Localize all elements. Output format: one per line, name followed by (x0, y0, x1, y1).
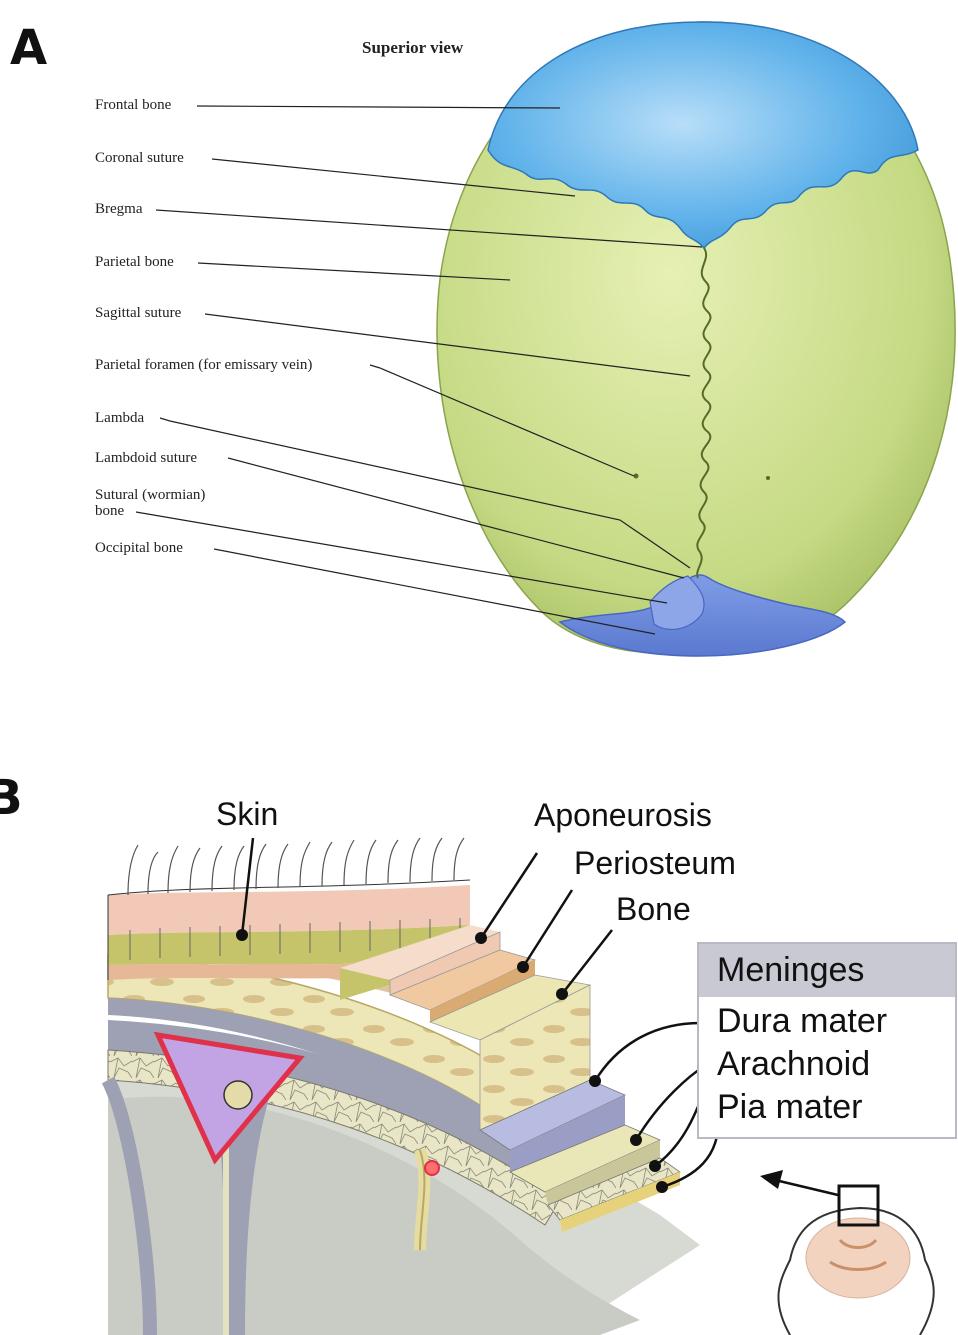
head-icon (760, 1170, 934, 1335)
label-bone: Bone (616, 891, 691, 928)
meninges-item-arachnoid: Arachnoid (717, 1043, 887, 1086)
meninges-legend-box: Meninges Dura mater Arachnoid Pia mater (697, 942, 957, 1139)
label-skin: Skin (216, 796, 278, 833)
arachnoid-granulation (224, 1081, 252, 1109)
meninges-item-dura: Dura mater (717, 1000, 887, 1043)
label-aponeurosis: Aponeurosis (534, 797, 712, 834)
skin-block (108, 885, 470, 935)
meninges-list: Dura mater Arachnoid Pia mater (717, 1000, 887, 1129)
meninges-title: Meninges (717, 951, 864, 990)
label-periosteum: Periosteum (574, 845, 736, 882)
meninges-header: Meninges (699, 944, 955, 997)
meninges-item-pia: Pia mater (717, 1086, 887, 1129)
